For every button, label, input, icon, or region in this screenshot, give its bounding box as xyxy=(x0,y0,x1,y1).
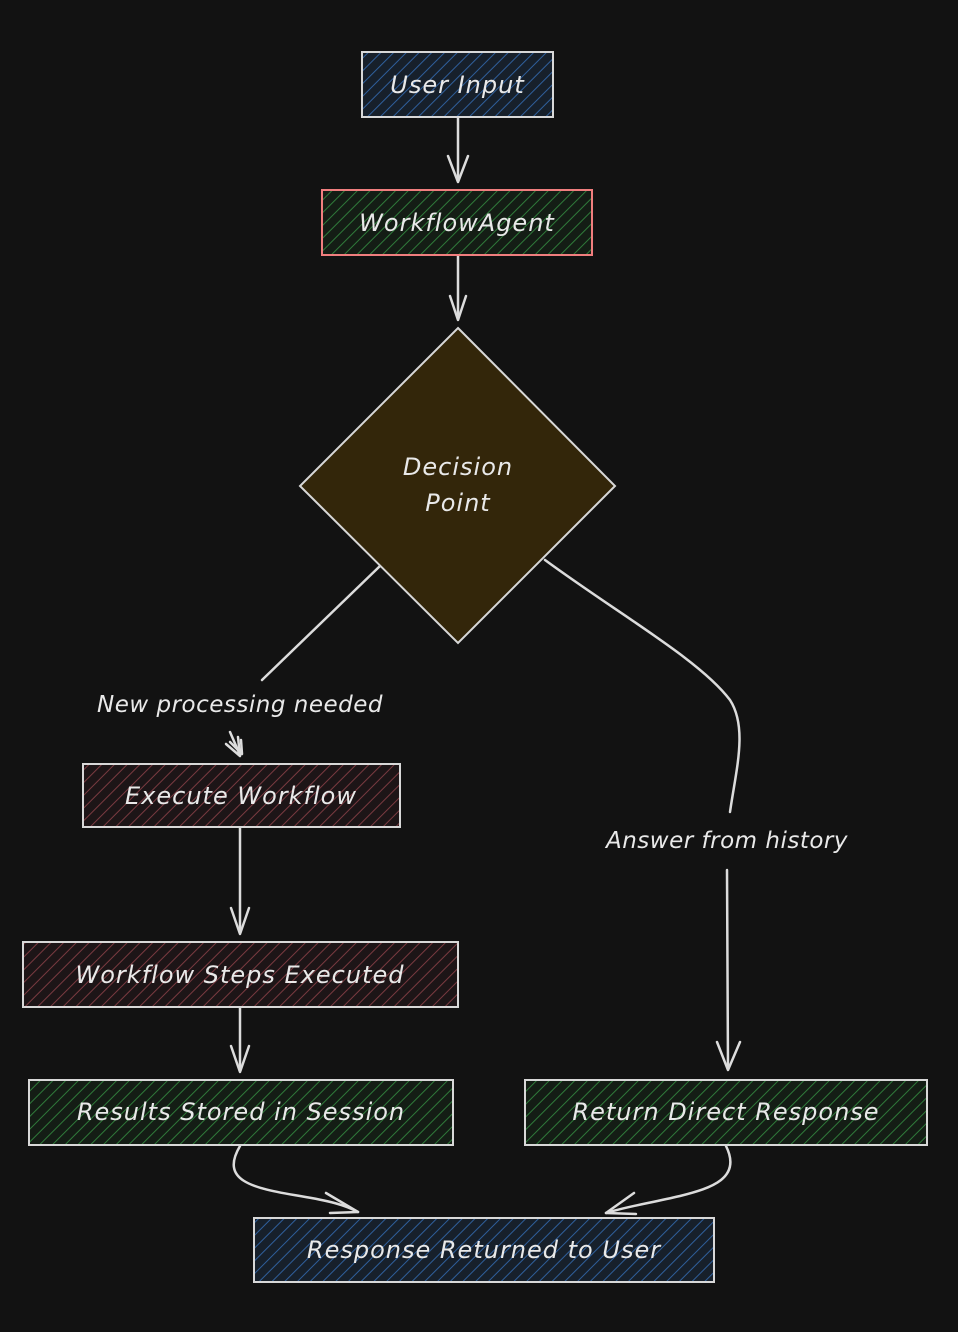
arrowhead-icon xyxy=(448,294,468,322)
edge-answer-history-to-return-direct xyxy=(725,868,730,1070)
arrowhead-icon xyxy=(604,1191,638,1216)
node-decision-point: Decision Point xyxy=(298,326,617,645)
node-response-returned: Response Returned to User xyxy=(253,1217,715,1283)
edge-direct-to-response xyxy=(604,1144,732,1215)
arrowhead-icon xyxy=(228,738,244,756)
node-results-stored: Results Stored in Session xyxy=(28,1079,454,1146)
node-label: User Input xyxy=(390,71,525,99)
arrowhead-icon xyxy=(229,906,251,936)
edge-decision-to-execute-workflow xyxy=(260,564,382,682)
edge-results-to-response xyxy=(232,1144,360,1214)
edges xyxy=(224,116,742,1216)
node-return-direct-response: Return Direct Response xyxy=(524,1079,928,1146)
node-label: WorkflowAgent xyxy=(359,209,555,237)
node-label-line2: Point xyxy=(425,489,491,517)
arrowhead-icon xyxy=(715,1040,742,1072)
node-workflow-agent: WorkflowAgent xyxy=(321,189,593,256)
edge-label-new-processing: New processing needed xyxy=(97,692,383,718)
node-label: Return Direct Response xyxy=(572,1098,879,1126)
edge-label-answer-from-history: Answer from history xyxy=(604,828,848,854)
node-label: Response Returned to User xyxy=(307,1236,662,1264)
node-label: Results Stored in Session xyxy=(77,1098,405,1126)
node-workflow-steps-executed: Workflow Steps Executed xyxy=(22,941,459,1008)
node-execute-workflow: Execute Workflow xyxy=(82,763,401,828)
arrowhead-icon xyxy=(324,1191,360,1215)
arrowhead-icon xyxy=(229,1044,251,1074)
node-label: Execute Workflow xyxy=(125,782,357,810)
arrowhead-icon xyxy=(446,154,470,184)
edge-decision-to-return-direct-response xyxy=(543,558,741,814)
node-label-line1: Decision xyxy=(403,453,513,481)
node-user-input: User Input xyxy=(361,51,554,118)
node-label: Workflow Steps Executed xyxy=(76,961,405,989)
arrowhead-icon xyxy=(224,735,242,758)
